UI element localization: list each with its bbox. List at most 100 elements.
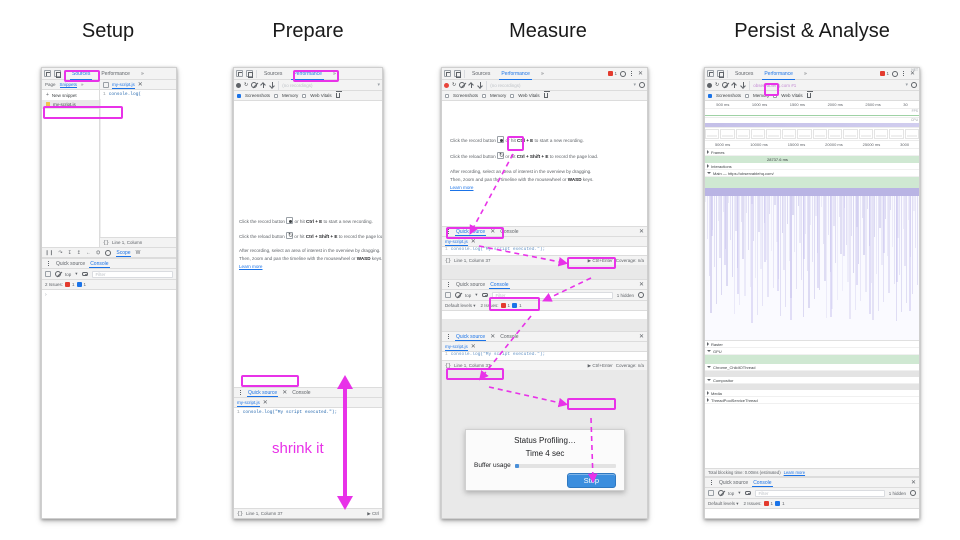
drawer-menu-icon[interactable] (445, 334, 451, 340)
chevron-down-icon[interactable]: ▾ (75, 271, 78, 276)
default-levels-selector[interactable]: Default levels ▾ (708, 500, 739, 506)
issues-badge[interactable]: 2 Issues: 1 1 (481, 303, 522, 308)
flame-bar[interactable] (863, 196, 865, 255)
save-profile-icon[interactable] (740, 81, 746, 89)
collapse-icon[interactable] (707, 379, 711, 381)
flame-bar[interactable] (797, 196, 799, 206)
filmstrip-frame[interactable] (705, 129, 720, 139)
format-icon[interactable]: {} (445, 257, 452, 264)
drawer-close-icon[interactable]: ✕ (638, 228, 644, 235)
close-icon[interactable]: ✕ (637, 70, 643, 77)
console-output[interactable]: › (42, 290, 176, 518)
flame-bar[interactable] (915, 196, 917, 248)
drawer-tab-quick-source[interactable]: Quick source (246, 389, 279, 397)
flame-bar-accent[interactable] (750, 196, 753, 323)
quick-source-close-icon[interactable]: ✕ (282, 389, 288, 396)
flame-bar[interactable] (858, 196, 860, 264)
default-levels-selector[interactable]: Default levels ▾ (445, 302, 476, 308)
flame-bar-accent[interactable] (843, 196, 845, 256)
console-filter-input[interactable]: Filter (91, 270, 173, 278)
flame-bar[interactable] (811, 196, 814, 262)
flame-bar[interactable] (781, 196, 783, 233)
drawer-tab-console[interactable]: Console (89, 260, 110, 268)
flame-bar[interactable] (708, 196, 710, 276)
flame-bar[interactable] (842, 196, 844, 291)
issues-badge[interactable]: 2 Issues: 1 1 (744, 501, 785, 506)
flame-bar[interactable] (861, 196, 863, 218)
track-gpu[interactable]: GPU (705, 348, 919, 355)
flame-bar[interactable] (745, 196, 748, 213)
flame-bar[interactable] (906, 196, 908, 303)
new-snippet-button[interactable]: + New snippet (42, 90, 99, 100)
chevron-down-icon[interactable]: ▾ (475, 292, 478, 297)
capture-settings-icon[interactable] (639, 82, 645, 88)
flame-bar[interactable] (913, 196, 915, 211)
flame-bar[interactable] (721, 196, 723, 295)
drawer-tab-quick-source[interactable]: Quick source (56, 260, 86, 267)
clear-console-icon[interactable] (718, 490, 724, 496)
pause-icon[interactable]: ❙❙ (45, 249, 54, 256)
console-filter-input[interactable]: Filter (754, 489, 885, 497)
expand-icon[interactable] (707, 164, 709, 168)
flame-bar[interactable] (815, 196, 817, 216)
flame-bar-accent[interactable] (777, 196, 779, 291)
flame-bar[interactable] (733, 196, 735, 314)
editor-tab-my-script[interactable]: my-script.js (445, 238, 468, 246)
flame-bar[interactable] (719, 196, 721, 258)
device-toolbar-icon[interactable] (54, 70, 61, 77)
pause-exceptions-icon[interactable] (105, 249, 112, 256)
drawer-tab-quick-source[interactable]: Quick source (454, 228, 487, 236)
run-snippet-label[interactable]: ▶ Ctrl (367, 510, 379, 516)
flame-bar[interactable] (831, 196, 833, 309)
tab-performance[interactable]: Performance (497, 68, 534, 80)
flame-bar[interactable] (799, 196, 801, 243)
flame-bar[interactable] (836, 196, 839, 300)
load-profile-icon[interactable] (260, 82, 266, 89)
editor-tab-my-script[interactable]: my-script.js (237, 399, 260, 407)
flame-bar[interactable] (792, 196, 794, 215)
kebab-menu-icon[interactable] (629, 71, 635, 77)
format-icon[interactable]: {} (237, 510, 244, 517)
editor-tab-my-script[interactable]: my-script.js (112, 81, 135, 89)
flame-bar[interactable] (899, 196, 901, 275)
flame-bar[interactable] (916, 196, 919, 285)
tab-sources[interactable]: Sources (68, 68, 94, 80)
console-sidebar-icon[interactable] (445, 292, 451, 298)
flame-bar[interactable] (897, 196, 899, 238)
filmstrip-frame[interactable] (720, 129, 735, 139)
collapse-icon[interactable] (707, 350, 711, 352)
flame-bar[interactable] (845, 196, 847, 245)
filmstrip-frame[interactable] (812, 129, 827, 139)
trash-icon[interactable] (806, 91, 813, 98)
clear-console-icon[interactable] (455, 292, 461, 298)
flame-bar[interactable] (810, 196, 812, 225)
clear-recording-icon[interactable] (722, 82, 729, 88)
record-button[interactable] (707, 82, 712, 88)
flame-bar[interactable] (762, 196, 764, 306)
flame-bar-accent[interactable] (882, 196, 885, 253)
flame-bar[interactable] (706, 196, 709, 239)
flame-bar[interactable] (907, 196, 910, 220)
filmstrip-frame[interactable] (735, 129, 751, 139)
flame-bar[interactable] (904, 196, 906, 266)
recording-selector[interactable]: observablehq.com #1 ▾ (749, 80, 908, 90)
flame-bar-accent[interactable] (895, 196, 898, 282)
filmstrip-frame[interactable] (781, 129, 797, 139)
drawer-tab-quick-source[interactable]: Quick source (454, 333, 487, 341)
step-out-icon[interactable]: ↥ (76, 249, 81, 256)
expand-icon[interactable] (707, 398, 709, 402)
flame-bar-accent[interactable] (829, 196, 832, 317)
tab-more[interactable]: » (140, 70, 144, 77)
flame-bar[interactable] (888, 196, 890, 293)
flame-bar[interactable] (808, 196, 810, 308)
flame-bar[interactable] (818, 196, 821, 290)
clear-recording-icon[interactable] (251, 82, 258, 88)
expand-icon[interactable] (707, 342, 709, 346)
flame-bar[interactable] (756, 196, 758, 315)
flame-bar[interactable] (722, 196, 725, 212)
main-flame-chart[interactable] (705, 196, 919, 341)
flame-bar[interactable] (890, 196, 892, 210)
flame-bar[interactable] (872, 196, 874, 320)
flame-bar[interactable] (801, 196, 803, 280)
